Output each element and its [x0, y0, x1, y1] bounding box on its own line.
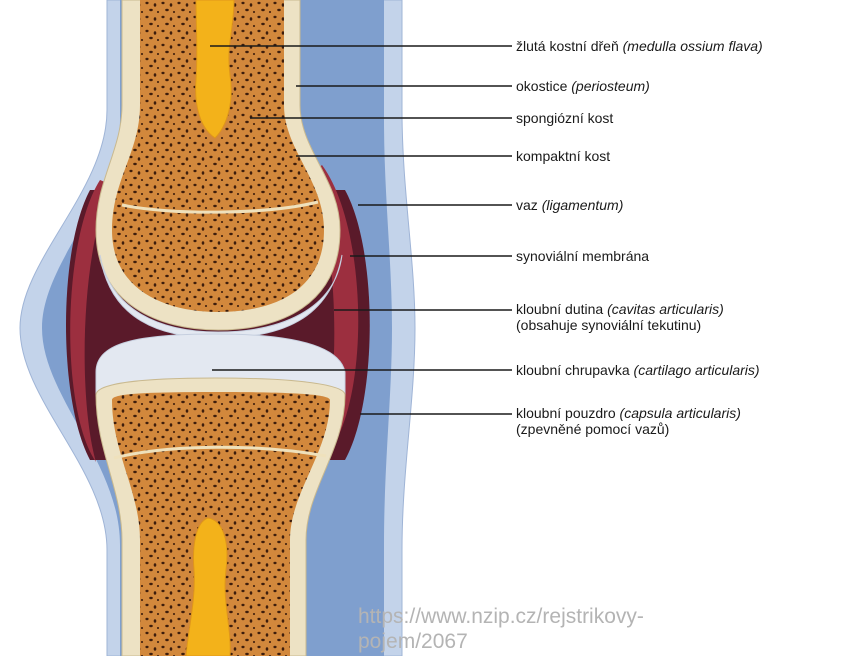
source-url: https://www.nzip.cz/rejstrikovy- pojem/2… [358, 604, 644, 654]
label-note: (zpevněné pomocí vazů) [516, 421, 669, 437]
label-main: kloubní pouzdro [516, 405, 616, 421]
label-latin: (medulla ossium flava) [623, 38, 763, 54]
label-main: žlutá kostní dřeň [516, 38, 619, 54]
label-latin: (capsula articularis) [620, 405, 741, 421]
label-main: okostice [516, 78, 567, 94]
label-main: synoviální membrána [516, 248, 649, 264]
source-url-line1: https://www.nzip.cz/rejstrikovy- [358, 605, 644, 628]
source-url-line2: pojem/2067 [358, 630, 468, 653]
label-latin: (ligamentum) [542, 197, 624, 213]
label-compact-bone: kompaktní kost [516, 148, 610, 164]
label-joint-capsule: kloubní pouzdro (capsula articularis) (z… [516, 405, 741, 437]
label-synovial-membrane: synoviální membrána [516, 248, 649, 264]
label-main: spongiózní kost [516, 110, 613, 126]
label-yellow-marrow: žlutá kostní dřeň (medulla ossium flava) [516, 38, 763, 54]
label-joint-cavity: kloubní dutina (cavitas articularis) (ob… [516, 301, 724, 333]
label-main: kloubní dutina [516, 301, 603, 317]
label-spongy-bone: spongiózní kost [516, 110, 613, 126]
label-latin: (cartilago articularis) [634, 362, 760, 378]
label-main: kloubní chrupavka [516, 362, 630, 378]
label-note: (obsahuje synoviální tekutinu) [516, 317, 701, 333]
label-latin: (periosteum) [571, 78, 650, 94]
label-periosteum: okostice (periosteum) [516, 78, 650, 94]
label-main: vaz [516, 197, 538, 213]
label-main: kompaktní kost [516, 148, 610, 164]
label-ligament: vaz (ligamentum) [516, 197, 623, 213]
label-latin: (cavitas articularis) [607, 301, 724, 317]
label-articular-cartilage: kloubní chrupavka (cartilago articularis… [516, 362, 760, 378]
